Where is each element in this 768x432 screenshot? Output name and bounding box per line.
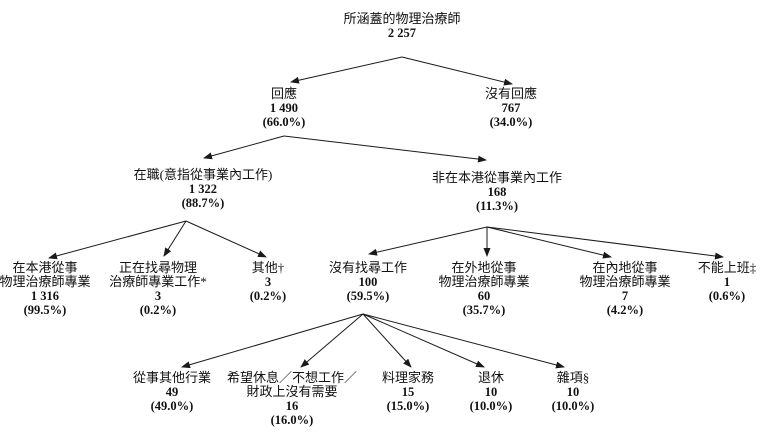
node-label: 回應: [270, 86, 298, 101]
node-label: 沒有找尋工作: [328, 260, 408, 275]
node-percentage: (11.3%): [475, 199, 519, 213]
flow-arrow: [283, 135, 487, 163]
node-percentage: (15.0%): [386, 399, 430, 413]
node-percentage: (10.0%): [551, 399, 595, 413]
node-label: 在外地從事: [451, 260, 517, 275]
flow-arrow: [300, 313, 364, 368]
node-count: 3: [154, 289, 162, 303]
tree-node-unable_work: 不能上班‡1(0.6%): [697, 260, 757, 304]
node-label: 退休: [477, 370, 505, 385]
node-count: 1 316: [30, 289, 60, 303]
node-count: 10: [566, 385, 580, 399]
node-label: 在內地從事: [592, 260, 658, 275]
node-percentage: (66.0%): [262, 115, 306, 129]
node-count: 100: [358, 275, 378, 289]
node-percentage: (16.0%): [270, 413, 314, 427]
node-label: 希望休息／不想工作／: [226, 370, 358, 385]
node-percentage: (35.7%): [462, 303, 506, 317]
flow-arrow: [181, 313, 364, 369]
flow-arrow: [401, 56, 513, 86]
node-label: 在本港從事: [12, 260, 78, 275]
node-percentage: (88.7%): [181, 196, 225, 210]
node-label: 物理治療師專業: [0, 274, 91, 289]
node-label: 所涵蓋的物理治療師: [343, 11, 461, 26]
node-label: 治療師專業工作*: [109, 274, 207, 289]
node-count: 767: [501, 101, 521, 115]
node-label: 財政上沒有需要: [246, 384, 338, 399]
flow-arrow: [368, 226, 488, 256]
node-percentage: (0.6%): [708, 289, 746, 303]
node-percentage: (0.2%): [249, 289, 287, 303]
node-percentage: (0.2%): [139, 303, 177, 317]
flow-arrow: [362, 313, 565, 369]
node-percentage: (4.2%): [606, 303, 644, 317]
node-label: 從事其他行業: [132, 370, 212, 385]
node-percentage: (49.0%): [150, 399, 194, 413]
node-count: 3: [264, 275, 272, 289]
tree-node-employed: 在職(意指從事業內工作)1 322(88.7%): [133, 167, 273, 211]
node-count: 7: [621, 289, 629, 303]
flow-arrow: [48, 220, 187, 260]
node-count: 1 322: [188, 182, 218, 196]
flow-arrow: [185, 220, 267, 258]
node-count: 60: [477, 289, 491, 303]
node-count: 15: [401, 385, 415, 399]
node-label: 其他†: [251, 260, 285, 275]
node-percentage: (59.5%): [346, 289, 390, 303]
node-count: 1: [723, 275, 731, 289]
node-count: 168: [487, 185, 507, 199]
node-label: 非在本港從事業內工作: [431, 170, 563, 185]
node-label: 物理治療師專業: [579, 274, 671, 289]
node-label: 在職(意指從事業內工作): [133, 167, 273, 182]
node-label: 不能上班‡: [697, 260, 757, 275]
flow-arrow: [290, 56, 403, 84]
node-label: 雜項§: [556, 370, 590, 385]
node-percentage: (34.0%): [489, 115, 533, 129]
node-label: 正在找尋物理: [118, 260, 198, 275]
flow-arrow: [203, 135, 285, 160]
flow-arrow: [362, 313, 485, 368]
flow-arrow: [486, 226, 724, 260]
node-percentage: (10.0%): [469, 399, 513, 413]
tree-node-seeking: 正在找尋物理治療師專業工作*3(0.2%): [109, 260, 207, 318]
flow-arrow: [486, 226, 612, 259]
node-count: 16: [285, 399, 299, 413]
tree-node-other: 其他†3(0.2%): [249, 260, 287, 304]
node-count: 2 257: [387, 26, 417, 40]
node-percentage: (99.5%): [23, 303, 67, 317]
node-label: 料理家務: [381, 370, 435, 385]
node-count: 49: [165, 385, 179, 399]
node-count: 10: [484, 385, 498, 399]
node-label: 沒有回應: [484, 86, 538, 101]
tree-node-misc: 雜項§10(10.0%): [551, 370, 595, 414]
node-count: 1 490: [269, 101, 299, 115]
flow-arrow: [163, 220, 187, 257]
flow-arrow: [362, 313, 412, 368]
node-label: 物理治療師專業: [438, 274, 530, 289]
